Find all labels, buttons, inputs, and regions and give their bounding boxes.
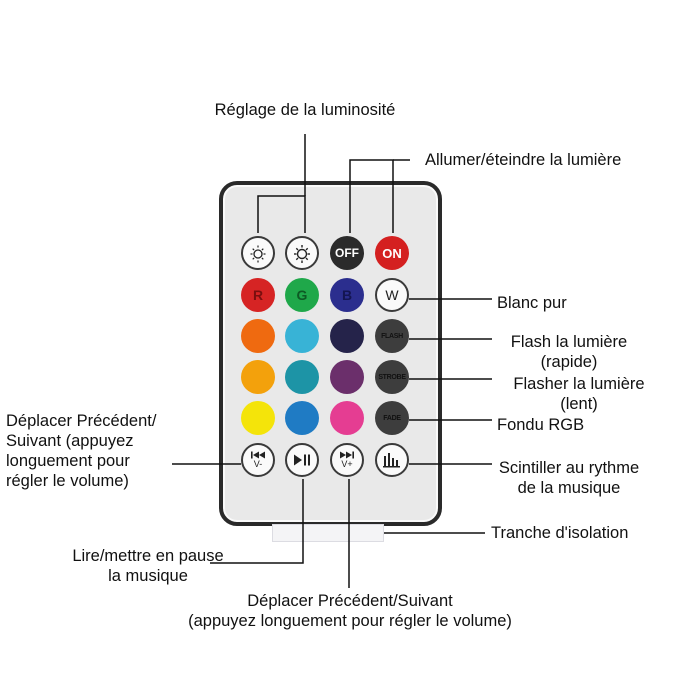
flash-label: Flash la lumière (rapide) bbox=[494, 332, 644, 372]
next-label-line2: (appuyez longuement pour régler le volum… bbox=[188, 612, 512, 630]
previous-icon bbox=[251, 451, 265, 459]
on-button-label: ON bbox=[382, 245, 402, 261]
green-button-label: G bbox=[296, 287, 308, 303]
white-button-label: W bbox=[385, 287, 399, 303]
previous-label: Déplacer Précédent/ Suivant (appuyez lon… bbox=[6, 411, 156, 491]
fade-label: Fondu RGB bbox=[497, 416, 585, 434]
previous-button[interactable]: V- bbox=[241, 443, 275, 477]
previous-label-line1: Déplacer Précédent/ bbox=[6, 412, 157, 430]
color-purple-button[interactable] bbox=[330, 360, 364, 394]
red-button-label: R bbox=[252, 287, 264, 303]
flash-label-line2: (rapide) bbox=[540, 353, 598, 371]
previous-button-label: V- bbox=[253, 459, 263, 469]
brightness-label: Réglage de la luminosité bbox=[214, 101, 396, 119]
music-mode-button[interactable] bbox=[375, 443, 409, 477]
flash-label-line1: Flash la lumière bbox=[510, 333, 628, 351]
flash-button[interactable]: FLASH bbox=[375, 319, 409, 353]
music-label-line1: Scintiller au rythme bbox=[498, 459, 640, 477]
play-pause-label-line2: la musique bbox=[108, 567, 188, 585]
isolation-tab bbox=[272, 524, 384, 542]
color-pink-button[interactable] bbox=[330, 401, 364, 435]
brightness-down-button[interactable] bbox=[241, 236, 275, 270]
previous-label-line2: Suivant (appuyez bbox=[6, 432, 134, 450]
color-light-blue-button[interactable] bbox=[285, 319, 319, 353]
next-label: Déplacer Précédent/Suivant (appuyez long… bbox=[160, 591, 540, 631]
off-button[interactable]: OFF bbox=[330, 236, 364, 270]
play-pause-icon bbox=[294, 454, 310, 466]
white-label: Blanc pur bbox=[497, 294, 567, 312]
blue-button[interactable]: B bbox=[330, 278, 364, 312]
color-teal-button[interactable] bbox=[285, 360, 319, 394]
color-amber-button[interactable] bbox=[241, 360, 275, 394]
white-button[interactable]: W bbox=[375, 278, 409, 312]
fade-button-label: FADE bbox=[383, 414, 401, 422]
next-button-label: V+ bbox=[341, 459, 353, 469]
color-mid-blue-button[interactable] bbox=[285, 401, 319, 435]
previous-label-line3: longuement pour bbox=[6, 452, 130, 470]
previous-label-line4: régler le volume) bbox=[6, 472, 129, 490]
next-label-line1: Déplacer Précédent/Suivant bbox=[247, 592, 453, 610]
color-yellow-button[interactable] bbox=[241, 401, 275, 435]
equalizer-icon bbox=[383, 453, 400, 468]
strobe-label: Flasher la lumière (lent) bbox=[494, 374, 664, 414]
flash-button-label: FLASH bbox=[381, 332, 403, 340]
isolation-label: Tranche d'isolation bbox=[491, 524, 629, 542]
strobe-label-line2: (lent) bbox=[560, 395, 598, 413]
on-button[interactable]: ON bbox=[375, 236, 409, 270]
music-label-line2: de la musique bbox=[517, 479, 621, 497]
next-button[interactable]: V+ bbox=[330, 443, 364, 477]
strobe-button[interactable]: STROBE bbox=[375, 360, 409, 394]
power-label: Allumer/éteindre la lumière bbox=[425, 151, 622, 169]
next-icon bbox=[340, 451, 354, 459]
sun-small-icon bbox=[250, 245, 266, 263]
strobe-label-line1: Flasher la lumière bbox=[513, 375, 645, 393]
music-label: Scintiller au rythme de la musique bbox=[494, 458, 644, 498]
off-button-label: OFF bbox=[335, 246, 359, 260]
play-pause-button[interactable] bbox=[285, 443, 319, 477]
play-pause-label: Lire/mettre en pause la musique bbox=[58, 546, 238, 586]
green-button[interactable]: G bbox=[285, 278, 319, 312]
fade-button[interactable]: FADE bbox=[375, 401, 409, 435]
strobe-button-label: STROBE bbox=[378, 373, 406, 381]
brightness-up-button[interactable] bbox=[285, 236, 319, 270]
color-navy-button[interactable] bbox=[330, 319, 364, 353]
red-button[interactable]: R bbox=[241, 278, 275, 312]
sun-large-icon bbox=[294, 245, 310, 263]
color-orange-button[interactable] bbox=[241, 319, 275, 353]
play-pause-label-line1: Lire/mettre en pause bbox=[72, 547, 224, 565]
blue-button-label: B bbox=[341, 287, 353, 303]
